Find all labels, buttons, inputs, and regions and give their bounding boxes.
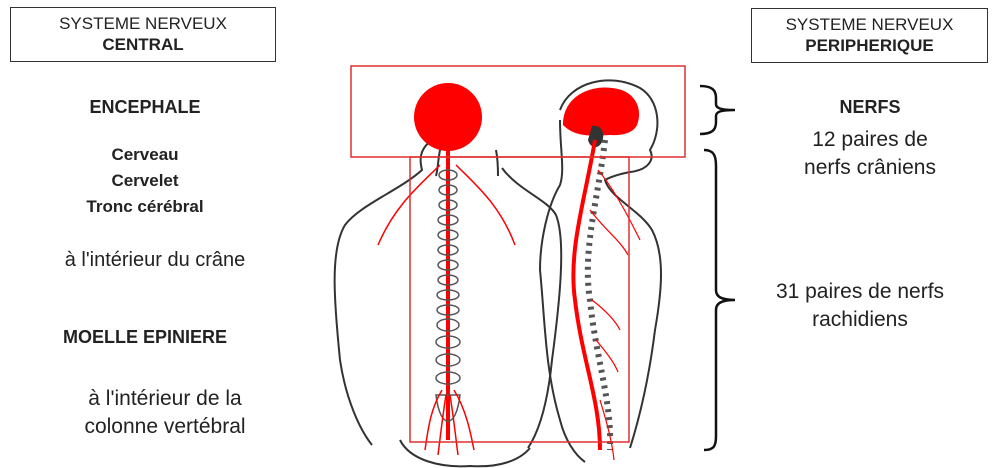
side-view-spine bbox=[573, 140, 640, 460]
cranial-nerves-bracket bbox=[700, 86, 735, 134]
back-view-spine bbox=[378, 150, 515, 455]
back-view-brain bbox=[414, 83, 482, 151]
side-view-brain bbox=[563, 87, 639, 135]
spinal-nerves-bracket bbox=[704, 150, 735, 450]
